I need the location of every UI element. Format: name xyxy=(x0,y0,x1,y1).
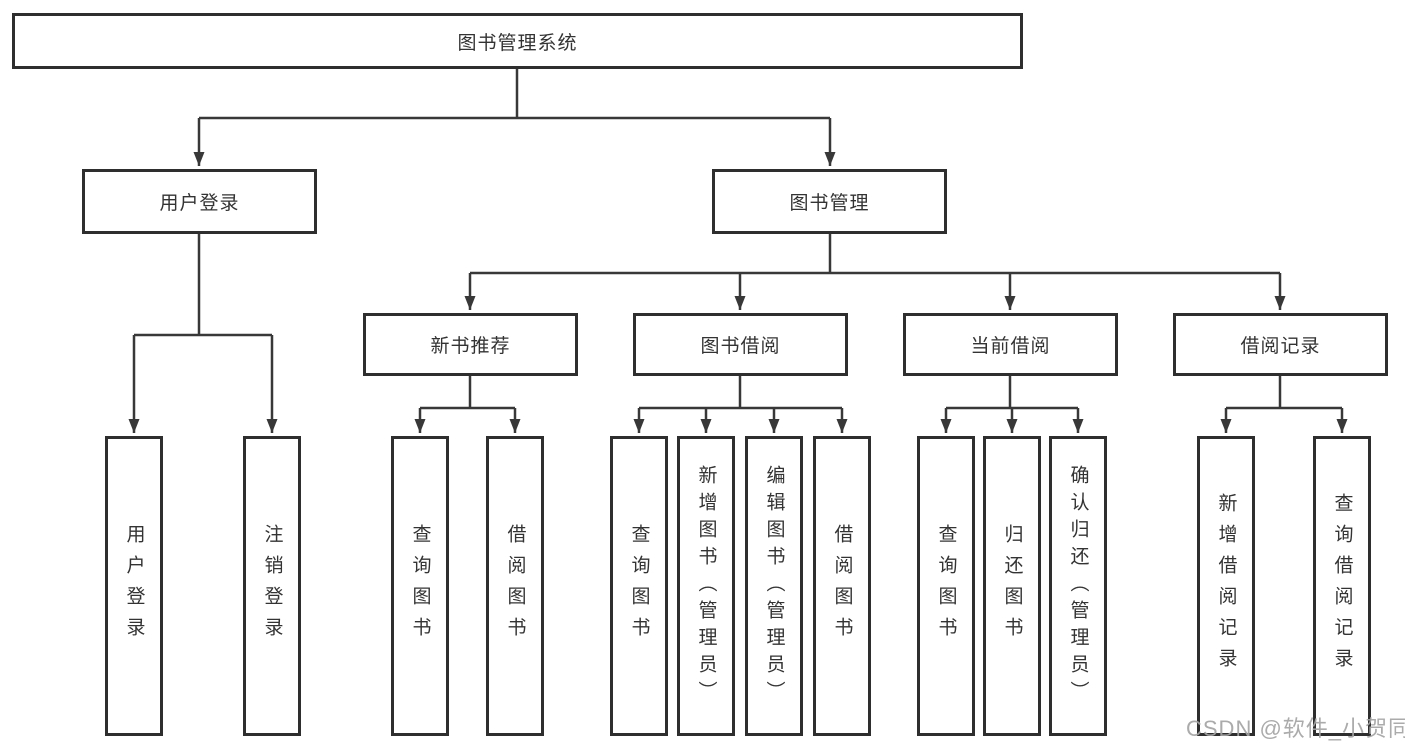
leaf-label: 注销登录 xyxy=(261,524,283,648)
leaf-newbook-borrow-books: 借阅图书 xyxy=(486,436,544,736)
node-label: 新书推荐 xyxy=(430,336,511,357)
node-book-borrow: 图书借阅 xyxy=(633,313,848,376)
leaf-label: 借阅图书 xyxy=(831,524,853,648)
csdn-watermark: CSDN @软件_小贺同学 xyxy=(1186,716,1405,741)
leaf-records-query-record: 查询借阅记录 xyxy=(1313,436,1371,736)
leaf-label: 查询图书 xyxy=(409,524,431,648)
leaf-logout: 注销登录 xyxy=(243,436,301,736)
leaf-label: 新增图书（管理员） xyxy=(695,464,717,708)
leaf-label: 用户登录 xyxy=(123,524,145,648)
leaf-label: 确认归还（管理员） xyxy=(1067,464,1089,708)
node-library-management-system: 图书管理系统 xyxy=(12,13,1023,69)
leaf-user-login: 用户登录 xyxy=(105,436,163,736)
leaf-newbook-query-books: 查询图书 xyxy=(391,436,449,736)
node-label: 图书管理 xyxy=(789,193,870,214)
leaf-label: 编辑图书（管理员） xyxy=(763,464,785,708)
leaf-label: 查询借阅记录 xyxy=(1331,493,1353,679)
leaf-label: 查询图书 xyxy=(628,524,650,648)
leaf-borrow-borrow-books: 借阅图书 xyxy=(813,436,871,736)
leaf-label: 归还图书 xyxy=(1001,524,1023,648)
leaf-current-query-books: 查询图书 xyxy=(917,436,975,736)
leaf-current-return-books: 归还图书 xyxy=(983,436,1041,736)
leaf-label: 查询图书 xyxy=(935,524,957,648)
leaf-current-confirm-return-admin: 确认归还（管理员） xyxy=(1049,436,1107,736)
node-label: 用户登录 xyxy=(159,193,240,214)
leaf-borrow-query-books: 查询图书 xyxy=(610,436,668,736)
leaf-label: 借阅图书 xyxy=(504,524,526,648)
node-current-borrow: 当前借阅 xyxy=(903,313,1118,376)
node-book-management: 图书管理 xyxy=(712,169,947,234)
node-label: 图书借阅 xyxy=(700,336,781,357)
node-new-book-recommend: 新书推荐 xyxy=(363,313,578,376)
leaf-borrow-add-books-admin: 新增图书（管理员） xyxy=(677,436,735,736)
leaf-label: 新增借阅记录 xyxy=(1215,493,1237,679)
leaf-borrow-edit-books-admin: 编辑图书（管理员） xyxy=(745,436,803,736)
node-label: 图书管理系统 xyxy=(457,32,578,54)
node-label: 借阅记录 xyxy=(1240,336,1321,357)
node-label: 当前借阅 xyxy=(970,336,1051,357)
leaf-records-add-record: 新增借阅记录 xyxy=(1197,436,1255,736)
node-user-login-group: 用户登录 xyxy=(82,169,317,234)
node-borrow-records: 借阅记录 xyxy=(1173,313,1388,376)
